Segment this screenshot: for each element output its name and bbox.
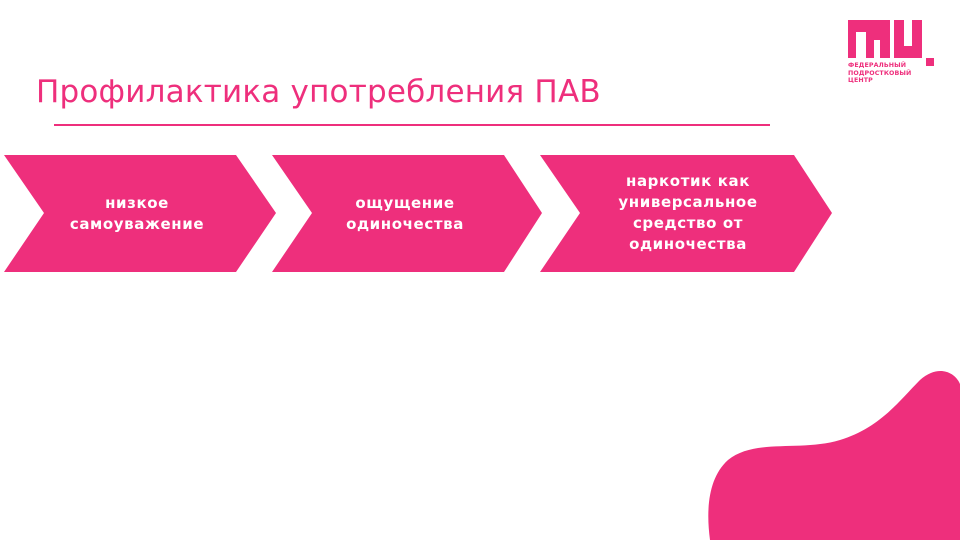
- logo-line: ФЕДЕРАЛЬНЫЙ: [848, 62, 907, 69]
- logo-line: ЦЕНТР: [848, 77, 873, 85]
- logo-text: ФЕДЕРАЛЬНЫЙ ПОДРОСТКОВЫЙ ЦЕНТР: [848, 62, 911, 85]
- chevron-arrow-shape: [272, 155, 542, 272]
- step-chevron-2: ощущение одиночества: [272, 155, 542, 272]
- step-label: наркотик как универсальное средство от о…: [618, 172, 758, 253]
- step-chevron-3: наркотик как универсальное средство от о…: [540, 155, 832, 272]
- chevron-arrow-shape: [4, 155, 276, 272]
- fpc-logo-icon: [848, 20, 934, 66]
- logo: ФЕДЕРАЛЬНЫЙ ПОДРОСТКОВЫЙ ЦЕНТР: [846, 18, 938, 90]
- step-chevron-1: низкое самоуважение: [4, 155, 276, 272]
- title-divider: [54, 124, 770, 126]
- step-label: низкое самоуважение: [69, 193, 205, 233]
- step-label: ощущение одиночества: [346, 193, 464, 233]
- logo-line: ПОДРОСТКОВЫЙ: [848, 69, 912, 77]
- slide-title: Профилактика употребления ПАВ: [36, 74, 601, 110]
- chevron-arrow-shape: [540, 155, 832, 272]
- pink-blob-shape: [708, 371, 960, 540]
